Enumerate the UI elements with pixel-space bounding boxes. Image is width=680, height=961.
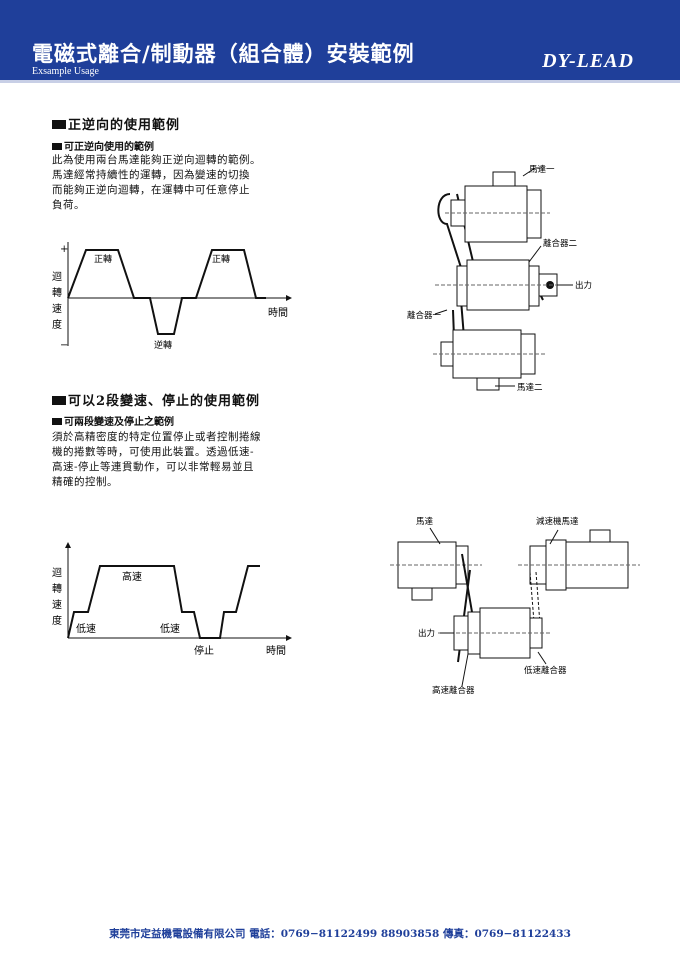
y-axis-char: 轉 [52,286,62,299]
high-speed-label: 高速 [122,570,142,583]
two-motor-clutch-diagram: 馬達一 離合器二 出力 離合器一 馬達二 [407,164,592,393]
gear-motor-label: 減速機馬達 [536,516,579,527]
output-label: 出力 [575,280,592,291]
motor2-label: 馬達二 [517,382,543,393]
paragraph-line: 機的捲數等時，可使用此裝置。透過低速- [52,446,255,458]
minus-sign: − [60,340,68,351]
header-banner: 電磁式離合/制動器（組合體）安裝範例 Exsample Usage DY-LEA… [0,0,680,80]
y-axis-char: 迴 [52,566,62,579]
forward-label: 正轉 [212,253,230,265]
clutch1-label: 離合器一 [407,310,442,321]
motor1-label: 馬達一 [529,164,555,175]
gear-motor-drawing [518,529,640,591]
motor1-drawing [445,171,550,243]
paragraph-line: 高速-停止等連貫動作，可以非常輕易並且 [52,461,255,473]
square-bullet-icon [52,120,66,129]
section1-title: 正逆向的使用範例 [52,114,180,133]
low-speed-label: 低速 [76,622,96,635]
page-subtitle: Exsample Usage [32,66,99,77]
forward-label: 正轉 [94,253,112,265]
y-axis-char: 速 [52,303,62,315]
square-bullet-icon [52,418,62,425]
y-axis-char: 迴 [52,270,62,283]
paragraph-line: 負荷。 [52,199,85,211]
time-label: 時間 [266,645,286,657]
y-axis-char: 度 [52,318,62,331]
clutch-assembly-drawing [435,259,573,311]
section2-subtitle: 可兩段變速及停止之範例 [52,413,174,428]
two-speed-clutch-diagram: 馬達 減速機馬達 出力 低速離合器 高速離合器 [390,516,640,696]
y-axis-char: 度 [52,614,62,627]
paragraph-line: 而能夠正逆向迴轉，在運轉中可任意停止 [52,184,250,196]
paragraph-line: 須於高精密度的特定位置停止或者控制捲線 [52,431,261,443]
section2-paragraph: 須於高精密度的特定位置停止或者控制捲線 機的捲數等時，可使用此裝置。透過低速- … [52,430,261,490]
section1-paragraph: 此為使用兩台馬達能夠正逆向迴轉的範例。 馬達經常持續性的運轉，因為變速的切換 而… [52,153,261,213]
paragraph-line: 此為使用兩台馬達能夠正逆向迴轉的範例。 [52,154,261,166]
low-speed-clutch-label: 低速離合器 [524,665,567,676]
section2-title: 可以2段變速、停止的使用範例 [52,390,260,409]
reverse-label: 逆轉 [154,339,172,351]
footer-contact: 東莞市定益機電設備有限公司 電話：0769−81122499 88903858 … [109,928,571,940]
plus-sign: + [60,244,68,255]
paragraph-line: 馬達經常持續性的運轉，因為變速的切換 [52,169,250,181]
page-title: 電磁式離合/制動器（組合體）安裝範例 [32,41,415,66]
header-divider [0,80,680,83]
high-speed-clutch-label: 高速離合器 [432,685,475,696]
square-bullet-icon [52,396,66,405]
paragraph-line: 精確的控制。 [52,476,118,488]
motor-label: 馬達 [416,516,434,527]
forward-reverse-speed-chart: + − 迴 轉 速 度 正轉 正轉 逆轉 時間 [52,242,292,351]
section1-subtitle: 可正逆向使用的範例 [52,138,154,153]
y-axis-char: 速 [52,599,62,611]
clutch-assembly-drawing [438,607,552,659]
low-speed-label: 低速 [160,622,180,635]
y-axis-char: 轉 [52,582,62,595]
brand-logo: DY-LEAD [542,50,634,72]
time-label: 時間 [268,307,288,319]
stop-label: 停止 [194,644,214,657]
square-bullet-icon [52,143,62,150]
clutch2-label: 離合器二 [543,238,578,249]
output-label: 出力 [418,628,435,639]
motor2-drawing [433,329,545,391]
two-speed-stop-chart: 迴 轉 速 度 高速 低速 低速 停止 時間 [52,542,292,657]
